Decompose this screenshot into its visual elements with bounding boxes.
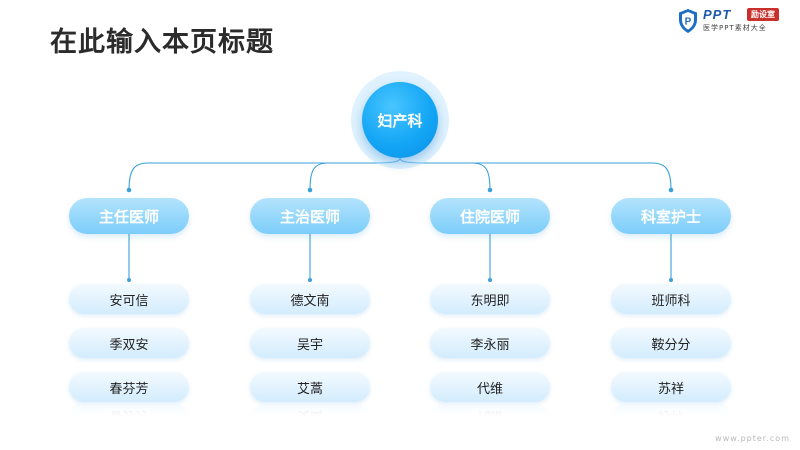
member-item[interactable]: 艾蒿	[250, 372, 370, 402]
column-head[interactable]: 主治医师	[250, 198, 370, 234]
column-head[interactable]: 主任医师	[69, 198, 189, 234]
column-head[interactable]: 科室护士	[611, 198, 731, 234]
branch-dot-1	[126, 187, 132, 193]
branch-line-3	[428, 162, 491, 191]
logo-badge: 励设室	[747, 8, 779, 21]
logo-brand-text: PPT	[703, 7, 732, 22]
member-item[interactable]: 鞍分分	[611, 328, 731, 358]
shield-logo-icon: P	[679, 9, 697, 33]
member-item[interactable]: 吴宇	[250, 328, 370, 358]
member-item[interactable]: 班师科	[611, 284, 731, 314]
page-title: 在此输入本页标题	[50, 27, 274, 58]
column-head[interactable]: 住院医师	[430, 198, 550, 234]
member-item[interactable]: 李永丽	[430, 328, 550, 358]
member-item[interactable]: 代维	[430, 372, 550, 402]
sub-dot-3	[488, 278, 492, 282]
member-item-reflection: 苏祥	[611, 403, 731, 433]
sub-dot-1	[127, 278, 131, 282]
branch-dot-4	[668, 187, 674, 193]
member-item[interactable]: 苏祥	[611, 372, 731, 402]
member-item[interactable]: 春芬芳	[69, 372, 189, 402]
member-item[interactable]: 季双安	[69, 328, 189, 358]
footer-url: www.ppter.com	[715, 434, 790, 443]
member-item-reflection: 春芬芳	[69, 403, 189, 433]
member-item[interactable]: 德文南	[250, 284, 370, 314]
member-item-reflection: 代维	[430, 403, 550, 433]
branch-line-4	[428, 162, 672, 191]
svg-text:P: P	[685, 17, 692, 28]
branch-line-1	[128, 162, 372, 191]
sub-dot-4	[669, 278, 673, 282]
trunk-line-right	[399, 157, 429, 164]
root-node[interactable]: 妇产科	[362, 82, 438, 158]
brand-logo: P PPT 励设室 医学PPT素材大全	[677, 6, 792, 36]
member-item[interactable]: 安可信	[69, 284, 189, 314]
member-item-reflection: 艾蒿	[250, 403, 370, 433]
branch-dot-3	[487, 187, 493, 193]
member-item[interactable]: 东明即	[430, 284, 550, 314]
branch-dot-2	[307, 187, 313, 193]
sub-dot-2	[308, 278, 312, 282]
logo-subtitle: 医学PPT素材大全	[703, 24, 767, 32]
branch-line-2	[309, 162, 372, 191]
